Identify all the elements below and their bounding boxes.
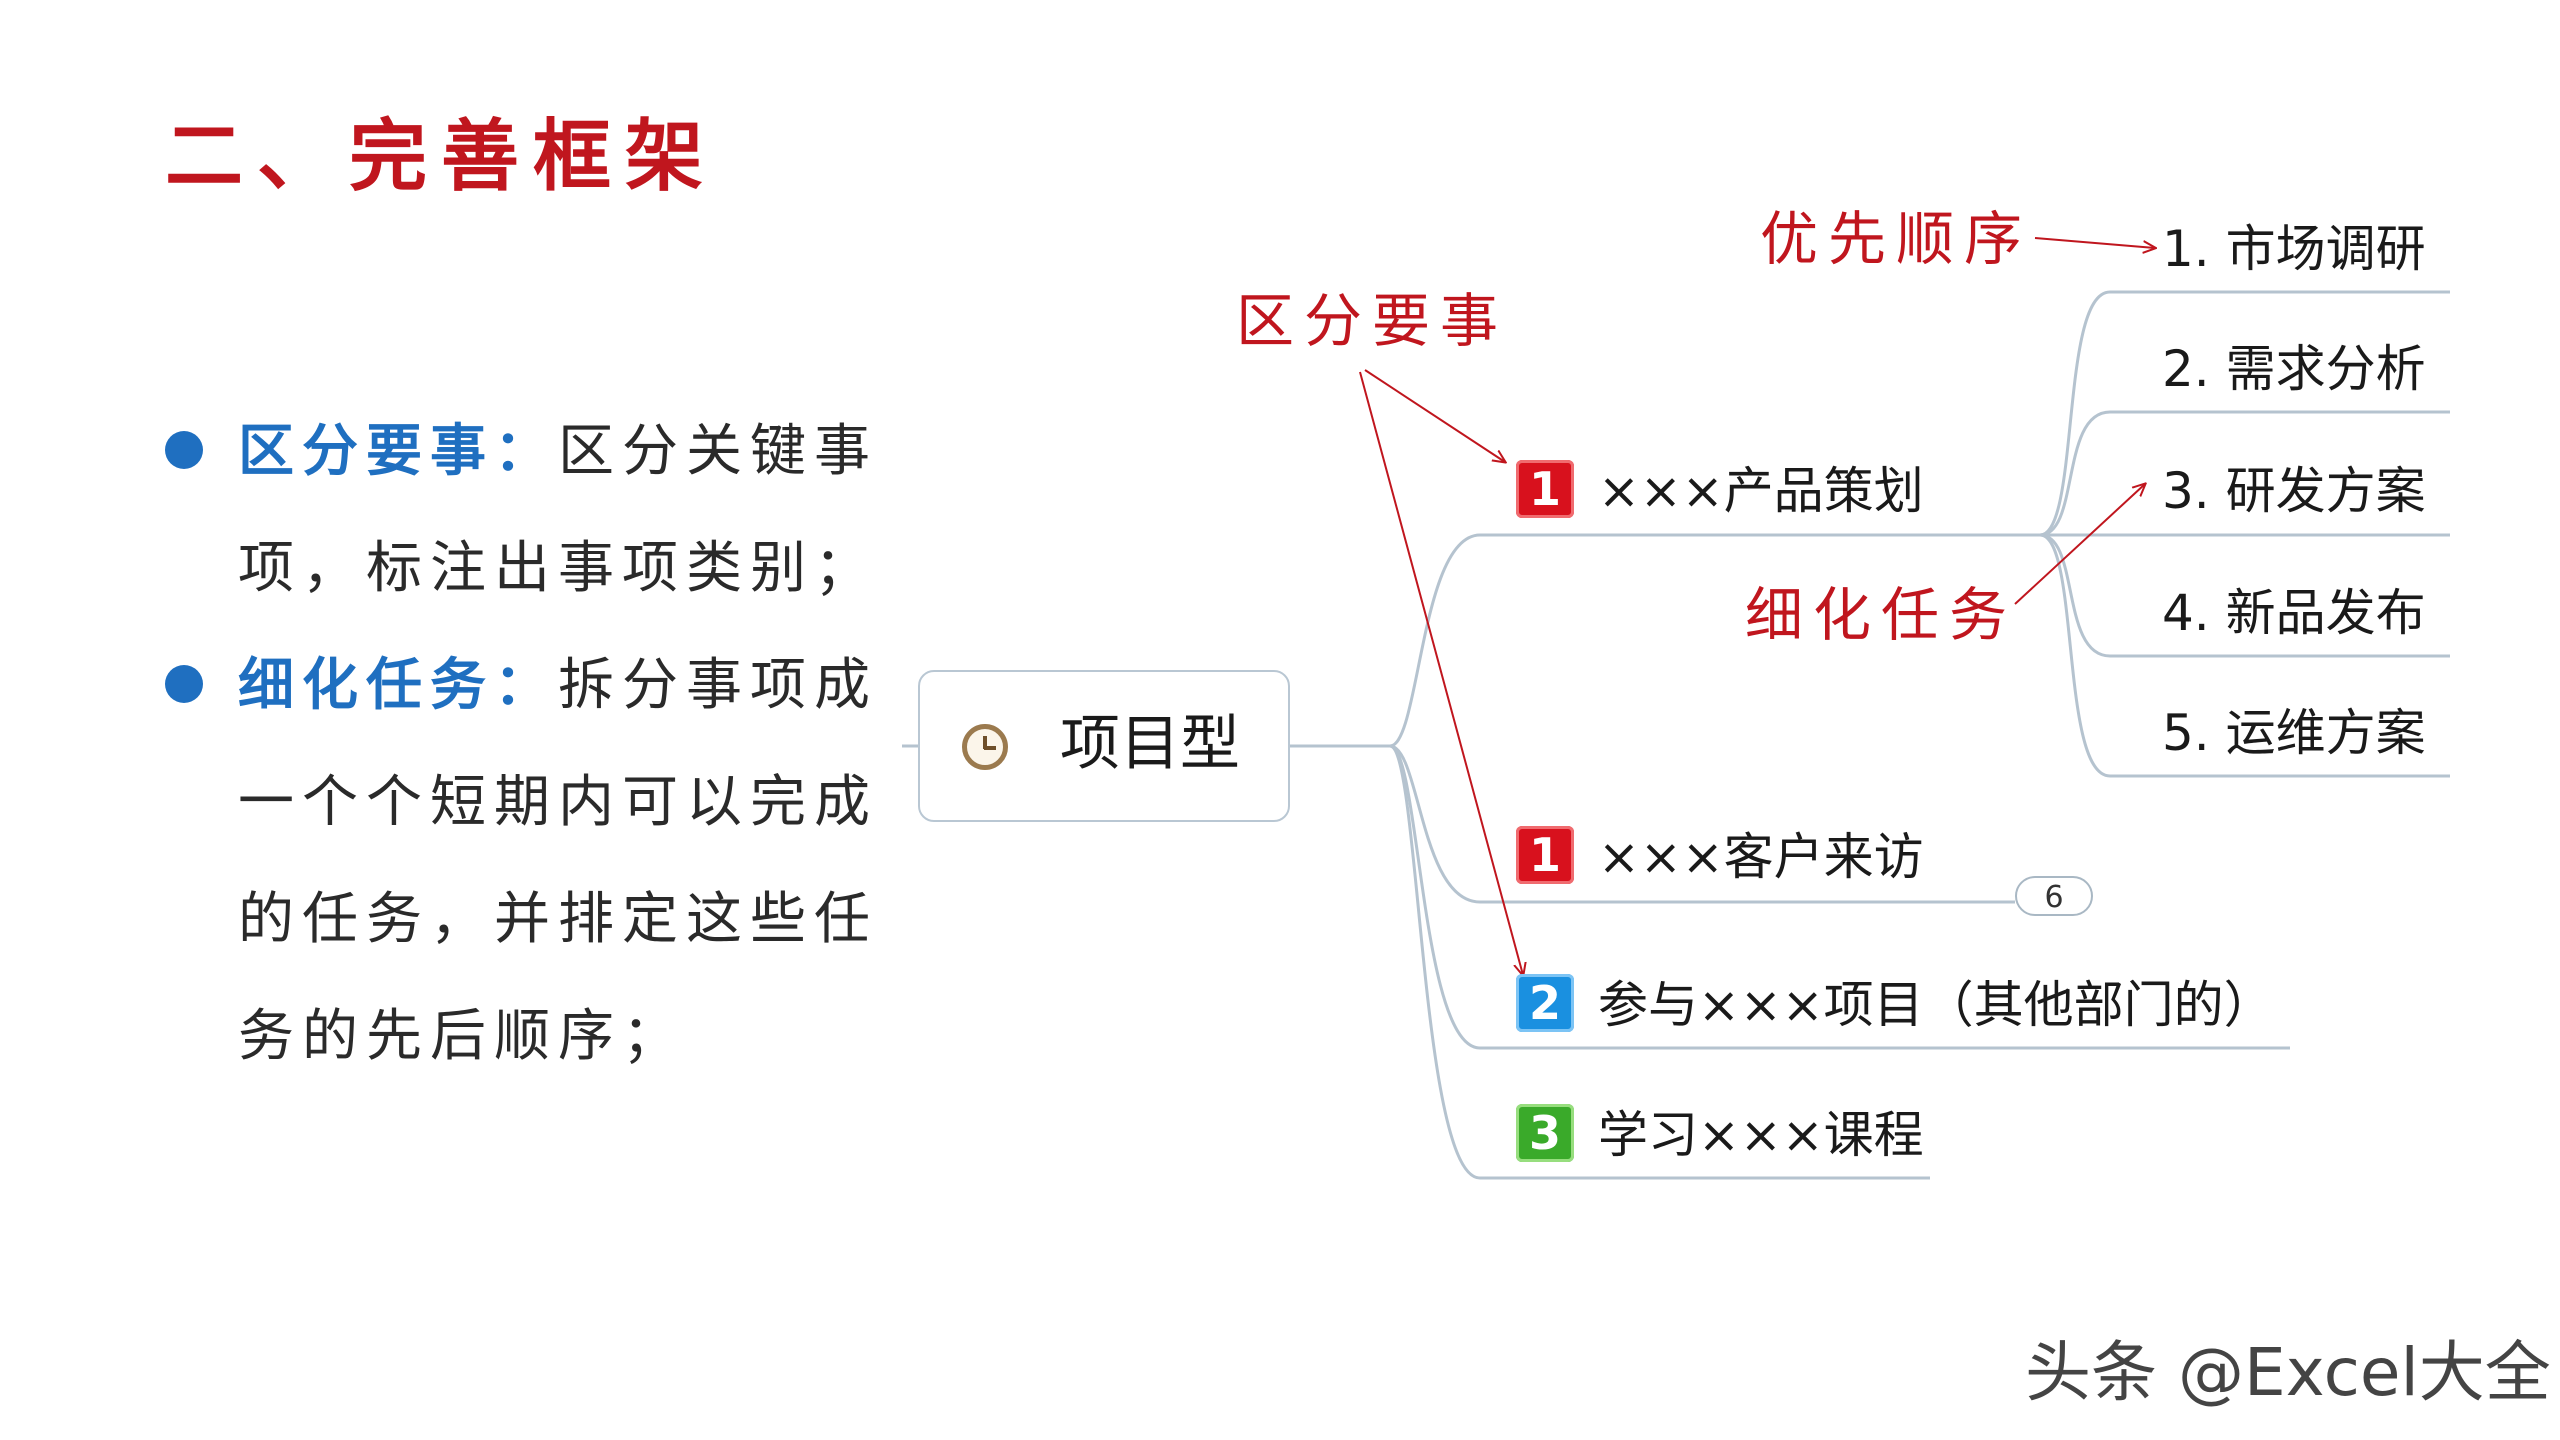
branch-join-project[interactable]: 参与×××项目（其他部门的） bbox=[1598, 976, 2274, 1034]
bullet-1-line-1: 区分要事：区分关键事 bbox=[238, 424, 878, 480]
collapsed-count-badge[interactable]: 6 bbox=[2015, 876, 2093, 916]
branch-study-course[interactable]: 学习×××课程 bbox=[1598, 1106, 1924, 1164]
subtask-rd-plan[interactable]: 3. 研发方案 bbox=[2162, 462, 2426, 520]
bullet-1-head: 区分要事 bbox=[238, 419, 494, 484]
bullet-2-text: 拆分事项成 bbox=[558, 653, 878, 718]
bullet-2-line-2: 一个个短期内可以完成 bbox=[238, 770, 878, 835]
clock-icon bbox=[962, 724, 1008, 770]
bullet-2-head: 细化任务 bbox=[238, 653, 494, 718]
subtask-operations-plan[interactable]: 5. 运维方案 bbox=[2162, 704, 2426, 762]
page-title: 二、完善框架 bbox=[165, 112, 718, 202]
bullet-1-line-2: 项，标注出事项类别； bbox=[238, 536, 878, 601]
bullet-2-line-3: 的任务，并排定这些任 bbox=[238, 887, 878, 952]
priority-1-icon: 1 bbox=[1516, 826, 1574, 884]
annotation-priority-order: 优先顺序 bbox=[1760, 205, 2033, 273]
subtask-requirements-analysis[interactable]: 2. 需求分析 bbox=[2162, 340, 2426, 398]
priority-3-icon: 3 bbox=[1516, 1104, 1574, 1162]
center-topic[interactable]: 项目型 bbox=[918, 670, 1290, 822]
subtask-market-research[interactable]: 1. 市场调研 bbox=[2162, 220, 2426, 278]
bullet-2-line-4: 务的先后顺序； bbox=[238, 1004, 686, 1069]
annotation-refine: 细化任务 bbox=[1745, 581, 2018, 649]
annotation-distinguish: 区分要事 bbox=[1236, 287, 1509, 355]
branch-client-visit[interactable]: ×××客户来访 bbox=[1598, 828, 1924, 886]
subtask-product-launch[interactable]: 4. 新品发布 bbox=[2162, 584, 2426, 642]
bullet-dot bbox=[165, 431, 203, 469]
bullet-1-sep: ： bbox=[494, 419, 558, 484]
branch-product-planning[interactable]: ×××产品策划 bbox=[1598, 462, 1924, 520]
bullet-1-text: 区分关键事 bbox=[558, 419, 878, 484]
watermark: 头条 @Excel大全 bbox=[2025, 1334, 2551, 1411]
priority-2-icon: 2 bbox=[1516, 974, 1574, 1032]
bullet-dot bbox=[165, 665, 203, 703]
bullet-2-sep: ： bbox=[494, 653, 558, 718]
bullet-2-line-1: 细化任务：拆分事项成 bbox=[238, 658, 878, 714]
priority-1-icon: 1 bbox=[1516, 460, 1574, 518]
center-topic-label: 项目型 bbox=[1060, 709, 1240, 779]
